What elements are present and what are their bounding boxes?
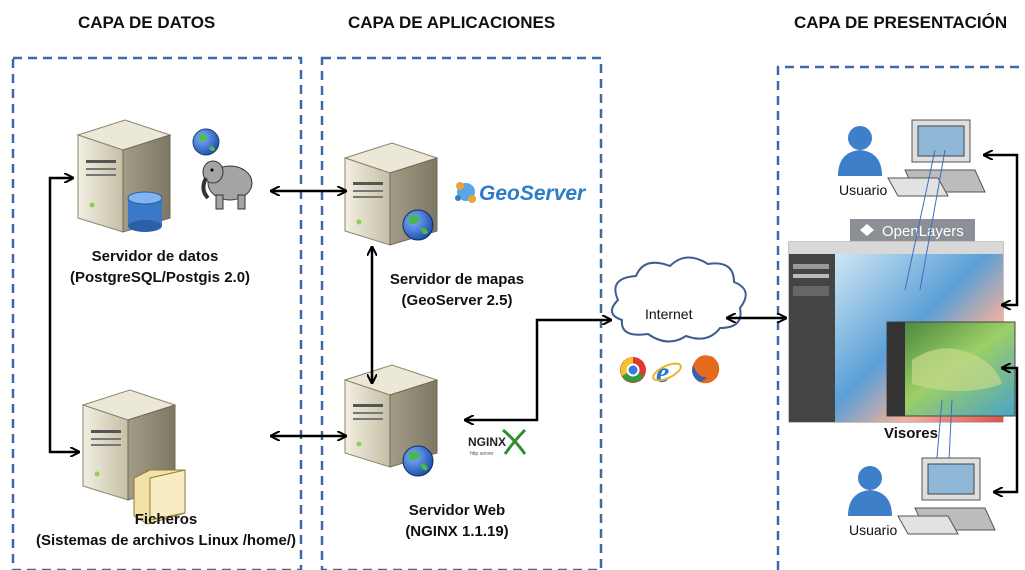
web-server-label: Servidor Web (NGINX 1.1.19) [372,500,542,542]
svg-text:http server: http server [470,451,494,457]
map-server-label: Servidor de mapas (GeoServer 2.5) [372,269,542,311]
viewers-label: Visores [884,425,938,442]
db-server-label-line2: (PostgreSQL/Postgis 2.0) [70,269,251,286]
geoserver-logo-text: GeoServer [479,182,587,205]
nginx-logo-icon: NGINX http server [468,428,527,457]
files-label: Ficheros (Sistemas de archivos Linux /ho… [6,509,326,551]
globe-icon-map-server [402,209,434,241]
globe-icon-web-server [402,445,434,477]
folder-icon [133,469,186,525]
postgresql-elephant-icon [192,128,253,210]
internet-cloud-icon [611,256,747,343]
web-server-label-line2: (NGINX 1.1.19) [405,523,509,540]
layer-box-apps [320,56,603,570]
internet-explorer-icon: e [652,356,682,389]
layer-title-apps: CAPA DE APLICACIONES [348,13,556,32]
computer-icon-bottom [897,457,996,535]
internet-label: Internet [645,306,693,322]
geoserver-logo-icon [455,182,476,203]
web-server-icon [343,364,439,468]
layer-title-data: CAPA DE DATOS [78,13,216,32]
user-label-top: Usuario [839,182,888,198]
svg-text:NGINX: NGINX [468,435,506,449]
database-cylinder-icon [127,191,163,232]
layer-box-data [11,56,303,570]
chrome-icon [620,357,646,383]
web-server-label-line1: Servidor Web [408,502,506,519]
svg-text:e: e [656,356,669,389]
db-server-label: Servidor de datos (PostgreSQL/Postgis 2.… [70,246,251,288]
openlayers-logo-icon [850,219,975,241]
layer-box-presentation [776,65,1025,570]
user-icon-top [838,126,882,176]
files-label-line2: (Sistemas de archivos Linux /home/) [35,532,297,549]
connection-arrows [48,155,1019,492]
map-server-label-line2: (GeoServer 2.5) [401,292,513,309]
files-label-line1: Ficheros [134,511,198,528]
map-server-label-line1: Servidor de mapas [389,271,525,288]
viewer-screenshot-2 [886,321,1016,417]
map-server-icon [343,142,439,246]
layer-title-presentation: CAPA DE PRESENTACIÓN [794,13,1008,32]
user-label-bottom: Usuario [849,522,898,538]
firefox-icon [692,355,720,384]
db-server-label-line1: Servidor de datos [91,248,219,265]
user-icon-bottom [848,466,892,516]
openlayers-logo-text: OpenLayers [882,223,964,240]
computer-icon-top [887,119,986,197]
